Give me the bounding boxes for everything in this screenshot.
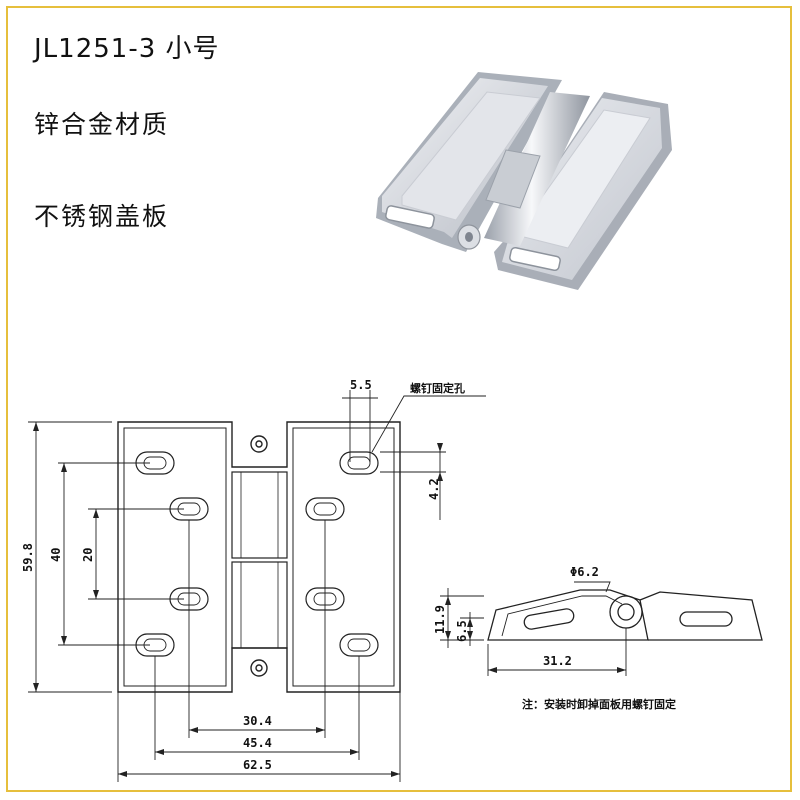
- install-note: 注：安装时卸掉面板用螺钉固定: [522, 697, 676, 711]
- side-arrowheads: [445, 596, 626, 673]
- model-title: JL1251-3 小号: [34, 34, 220, 64]
- dim-side-6: 6.5: [455, 620, 469, 642]
- arrowheads: [33, 422, 443, 777]
- side-dimensions: [440, 581, 627, 676]
- dim-side-11: 11.9: [433, 605, 447, 634]
- front-view: [117, 421, 401, 693]
- cover-label: 不锈钢盖板: [34, 202, 170, 231]
- material-label: 锌合金材质: [34, 110, 170, 139]
- side-view: [487, 589, 763, 641]
- dim-height-40: 40: [49, 548, 63, 562]
- image-border: [6, 6, 792, 792]
- front-dimensions: [28, 390, 486, 782]
- dim-hole-spacing: 5.5: [350, 378, 372, 392]
- dim-pin-diameter: Φ6.2: [570, 565, 599, 579]
- dim-width-30: 30.4: [243, 714, 272, 728]
- dim-width-62: 62.5: [243, 758, 272, 772]
- dim-height-20: 20: [81, 548, 95, 562]
- dim-width-45: 45.4: [243, 736, 272, 750]
- hinge-photo: [376, 72, 672, 290]
- dim-side-31: 31.2: [543, 654, 572, 668]
- screw-hole-label: 螺钉固定孔: [410, 381, 465, 395]
- dim-height-total: 59.8: [21, 543, 35, 572]
- dim-offset-top: 4.2: [427, 478, 441, 500]
